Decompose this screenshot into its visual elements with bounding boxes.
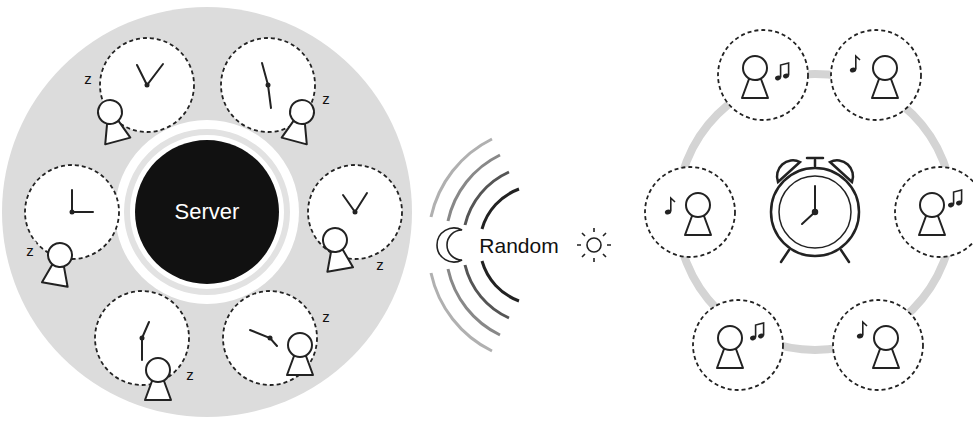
server-circle: Server xyxy=(135,140,279,284)
sun-icon xyxy=(577,228,611,262)
awake-circles xyxy=(645,30,973,390)
sleep-z: z xyxy=(82,70,94,87)
inner-ring xyxy=(127,132,287,292)
sleep-clocks xyxy=(25,38,402,385)
sleep-z: z xyxy=(184,366,196,383)
sleeping-people xyxy=(42,97,353,400)
sleep-z: z xyxy=(374,256,386,273)
music-notes xyxy=(664,56,962,341)
awake-people xyxy=(685,56,945,368)
signal-label: Random xyxy=(477,234,560,257)
moon-icon xyxy=(437,228,462,262)
sleep-z: z xyxy=(320,90,332,107)
sleep-z: z xyxy=(320,308,332,325)
inner-band xyxy=(115,120,299,304)
alarm-clock xyxy=(771,158,859,262)
node-text: Server xyxy=(175,199,240,225)
server-ring xyxy=(2,7,412,417)
sleep-z: z xyxy=(24,242,36,259)
